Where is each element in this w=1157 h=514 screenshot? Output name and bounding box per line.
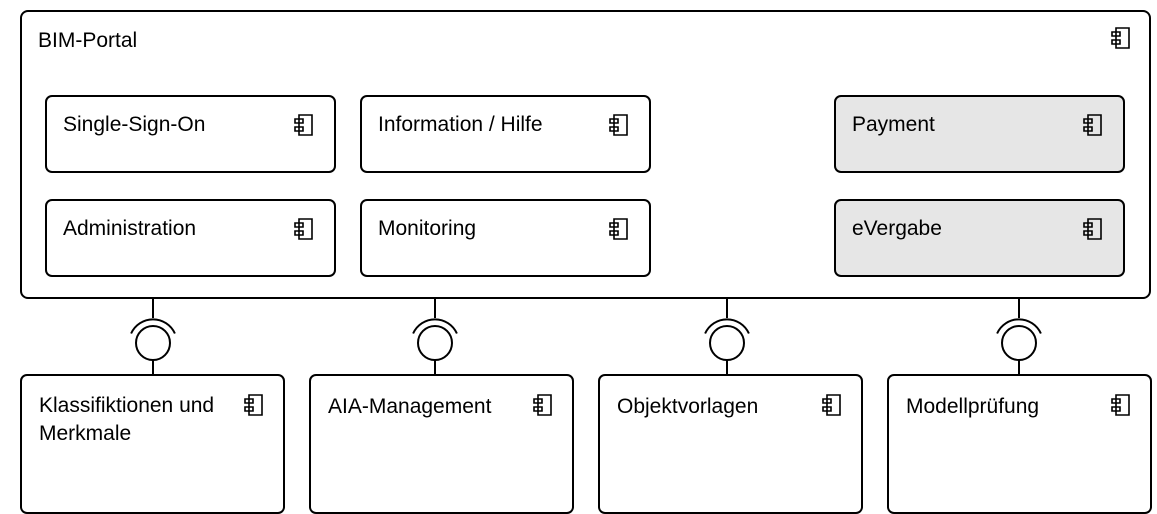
single-sign-on-component[interactable]: Single-Sign-On (45, 95, 336, 173)
component-label: Objektvorlagen (617, 395, 759, 418)
component-icon (1083, 114, 1103, 136)
portal-title: BIM-Portal (38, 29, 138, 52)
component-label: Monitoring (378, 217, 477, 240)
component-label: Payment (852, 113, 935, 136)
modellpruefung-component[interactable]: Modellprüfung (887, 374, 1152, 514)
component-icon (1111, 27, 1131, 49)
component-label: Single-Sign-On (63, 113, 206, 136)
component-icon (294, 114, 314, 136)
interface-connectors (130, 299, 1042, 374)
ball-and-socket-icon (996, 299, 1042, 374)
component-icon (533, 394, 553, 416)
component-icon (822, 394, 842, 416)
component-icon (1111, 394, 1131, 416)
component-icon (294, 218, 314, 240)
component-icon (609, 218, 629, 240)
administration-component[interactable]: Administration (45, 199, 336, 277)
aia-management-component[interactable]: AIA-Management (309, 374, 574, 514)
component-label: eVergabe (852, 217, 942, 240)
component-icon (244, 394, 264, 416)
component-icon (1083, 218, 1103, 240)
component-label: Administration (63, 217, 197, 240)
component-label: Klassifiktionen und Merkmale (39, 394, 215, 445)
payment-component[interactable]: Payment (834, 95, 1125, 173)
component-label: AIA-Management (328, 395, 492, 418)
ball-and-socket-icon (704, 299, 750, 374)
component-label: Information / Hilfe (378, 113, 543, 136)
monitoring-component[interactable]: Monitoring (360, 199, 651, 277)
component-icon (609, 114, 629, 136)
information-hilfe-component[interactable]: Information / Hilfe (360, 95, 651, 173)
component-label: Modellprüfung (906, 395, 1040, 418)
objektvorlagen-component[interactable]: Objektvorlagen (598, 374, 863, 514)
ball-and-socket-icon (412, 299, 458, 374)
klassifikationen-merkmale-component[interactable]: Klassifiktionen und Merkmale (20, 374, 285, 514)
ball-and-socket-icon (130, 299, 176, 374)
evergabe-component[interactable]: eVergabe (834, 199, 1125, 277)
